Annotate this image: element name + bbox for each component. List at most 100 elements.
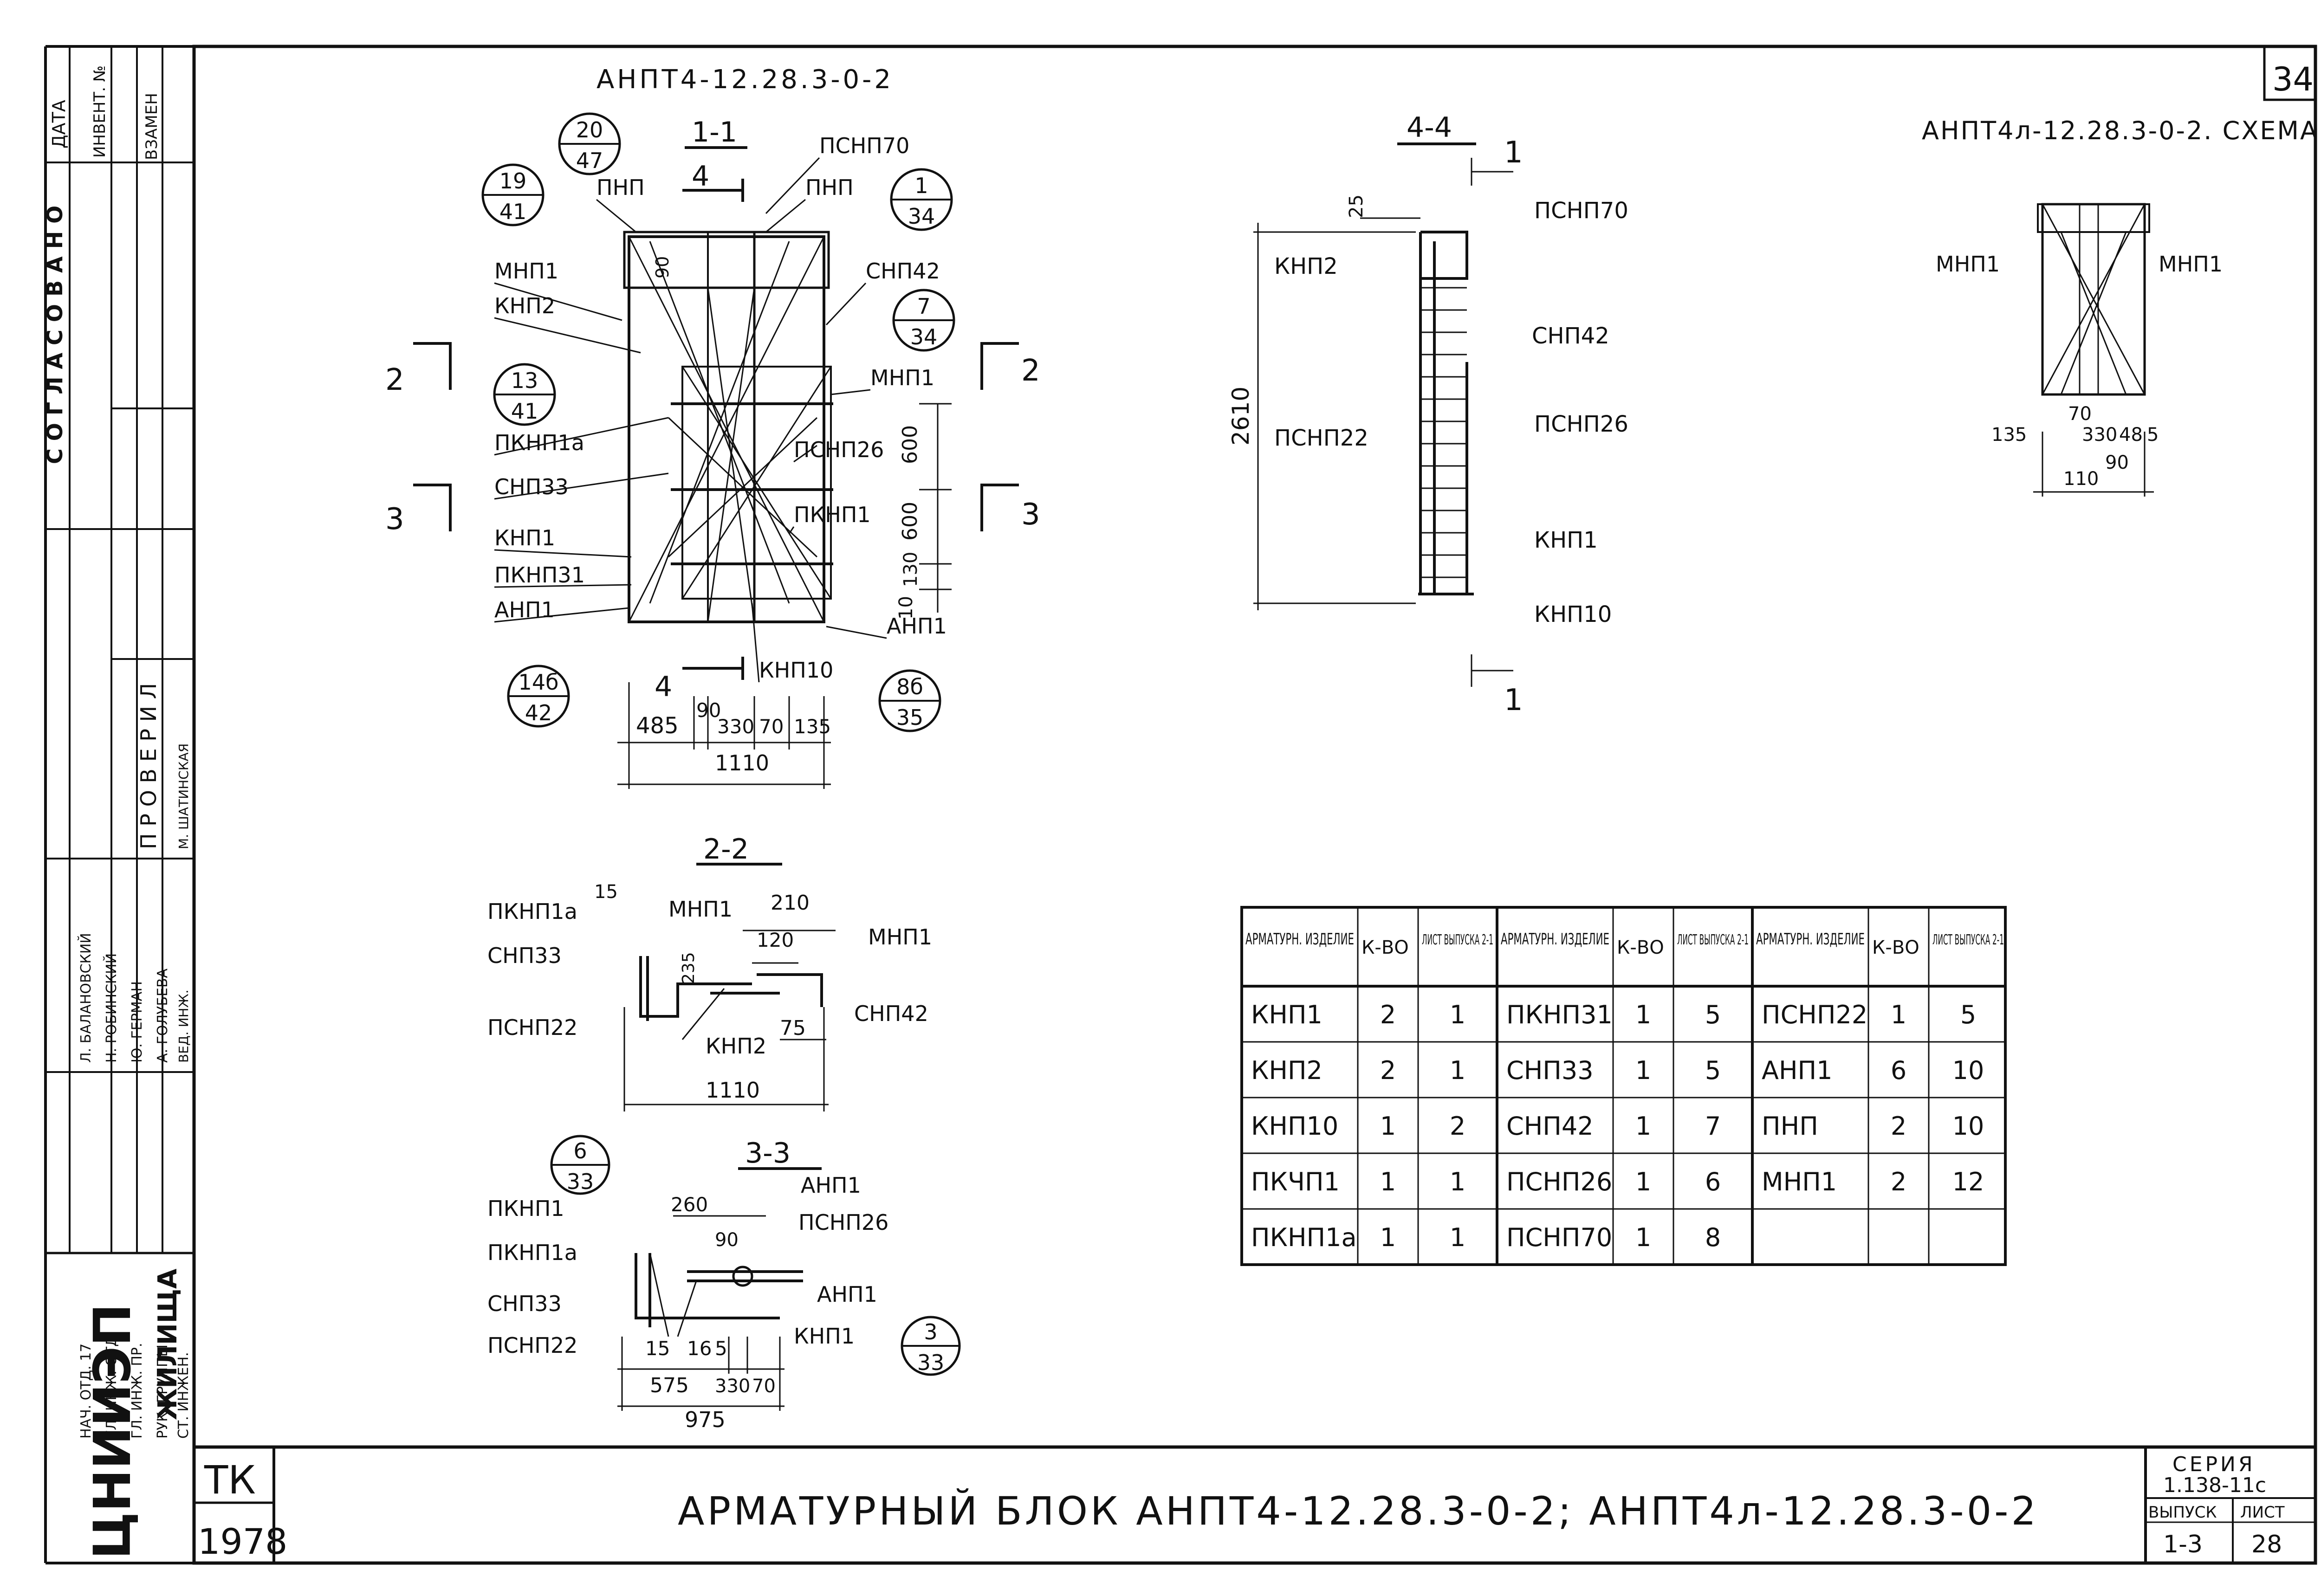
- cut-2-left: 2: [385, 363, 404, 397]
- dim-15: 15: [594, 881, 618, 903]
- table-cell-0-1-2: 1: [1450, 1056, 1465, 1085]
- label-right-4: ПСНП26: [794, 437, 884, 462]
- issue-label: ВЫПУСК: [2148, 1503, 2217, 1522]
- table-cell-2-1-1: 6: [1891, 1056, 1906, 1085]
- schema-label-right: МНП1: [2159, 252, 2223, 277]
- table-header-2-1: К-ВО: [1872, 937, 1919, 958]
- series-label: СЕРИЯ: [2172, 1453, 2256, 1476]
- callout-bubble-3: 734: [892, 289, 955, 352]
- dim-1110: 1110: [706, 1078, 760, 1103]
- schema-dim-70: 70: [2068, 403, 2092, 425]
- schema-dim-90: 90: [2105, 452, 2129, 473]
- label-0: ПКНП1а: [487, 899, 577, 924]
- rungs: [1420, 287, 1467, 578]
- callout-bubble-5-bottom: 42: [525, 700, 552, 725]
- callout-bubble-2-top: 1: [914, 173, 928, 198]
- label-left-1: МНП1: [494, 258, 558, 284]
- table-cell-2-2-1: 2: [1891, 1111, 1906, 1141]
- section-4-4-title: 4-4: [1407, 111, 1452, 144]
- label-7: КНП1: [794, 1324, 855, 1349]
- stamp-checked: П Р О В Е Р И Л: [136, 683, 161, 849]
- table-cell-1-1-1: 1: [1635, 1056, 1651, 1085]
- dim-135: 135: [794, 715, 831, 738]
- callout-bubble-6-top: 8б: [896, 674, 923, 699]
- dim-70: 70: [759, 715, 784, 738]
- stamp-date: ДАТА: [49, 100, 69, 149]
- section-header: АНПТ4-12.28.3-0-2: [596, 65, 894, 95]
- stamp-lead-role: ВЕД. ИНЖ.: [176, 989, 191, 1063]
- table-cell-2-1-0: АНП1: [1762, 1056, 1833, 1085]
- label-3: ПСНП22: [487, 1333, 577, 1358]
- issue-value: 1-3: [2163, 1531, 2203, 1558]
- dim-130: 130: [900, 552, 921, 587]
- table-cell-0-4-2: 1: [1450, 1223, 1465, 1252]
- dim-235: 235: [679, 952, 698, 984]
- callout-bubble-0-bottom: 47: [576, 148, 603, 173]
- series-value: 1.138-11с: [2163, 1473, 2266, 1497]
- dim-485: 485: [636, 713, 679, 739]
- label-1: СНП33: [487, 943, 562, 968]
- table-header-1-2: ЛИСТ ВЫПУСКА 2-1: [1677, 932, 1749, 948]
- table-header-2-2: ЛИСТ ВЫПУСКА 2-1: [1932, 932, 2004, 948]
- label-2: СНП33: [487, 1291, 562, 1316]
- label-right-2: СНП42: [866, 258, 940, 284]
- table-cell-0-0-0: КНП1: [1251, 1000, 1323, 1029]
- callout-bubble-3-top: 7: [917, 294, 930, 319]
- stamp-role-0: НАЧ. ОТД. 17: [78, 1344, 94, 1439]
- label-1: КНП2: [1274, 253, 1338, 279]
- label-left-5: КНП1: [494, 525, 555, 550]
- label-left-6: ПКНП31: [494, 562, 585, 588]
- org-code: ТК: [204, 1457, 256, 1503]
- stamp-agreed: С О Г Л А С О В А Н О: [42, 206, 67, 464]
- table-cell-0-0-1: 2: [1380, 1000, 1396, 1029]
- dim-16: 16: [687, 1337, 712, 1360]
- label-left-0: ПНП: [596, 175, 645, 200]
- table-header-0-0: АРМАТУРН. ИЗДЕЛИЕ: [1245, 930, 1354, 949]
- cut-1-bottom: 1: [1504, 683, 1523, 717]
- callout-bubble-4-top: 13: [511, 368, 538, 393]
- cut-4-bottom: 4: [655, 671, 672, 703]
- table-cell-1-2-2: 7: [1705, 1111, 1721, 1141]
- table-cell-0-4-0: ПКНП1а: [1251, 1223, 1357, 1252]
- dim-90: 90: [696, 699, 721, 722]
- table-cell-0-1-1: 2: [1380, 1056, 1396, 1085]
- table-cell-0-2-1: 1: [1380, 1111, 1396, 1141]
- schema-dim-5: 5: [2147, 424, 2159, 446]
- label-5: ПСНП26: [798, 1210, 888, 1235]
- stamp-role-4: СТ. ИНЖЕН.: [175, 1352, 192, 1439]
- dim-330: 330: [715, 1376, 750, 1397]
- approval-stamp: С О Г Л А С О В А Н О ДАТА ИНВЕНТ. № ВЗА…: [42, 65, 192, 1559]
- section-1-1-title: 1-1: [692, 116, 737, 149]
- callout-bubble-top-top: 6: [573, 1138, 587, 1163]
- stamp-role-3: РУК. ГРУППЫ: [155, 1344, 171, 1439]
- org-logo-text: ЦНИИЭП: [83, 1304, 142, 1559]
- stamp-lead-name: М. ШАТИНСКАЯ: [176, 743, 191, 849]
- sheet-frame: [44, 45, 2317, 1565]
- dim-600-b: 600: [898, 502, 922, 541]
- table-cell-2-3-0: МНП1: [1762, 1167, 1837, 1196]
- table-cell-0-4-1: 1: [1380, 1223, 1396, 1252]
- year: 1978: [198, 1521, 287, 1562]
- callout-bubble-0-top: 20: [576, 117, 603, 142]
- dim-5: 5: [715, 1337, 727, 1360]
- stamp-role-2: ГЛ. ИНЖ. ПР.: [129, 1343, 145, 1439]
- callout-bubble-3-bottom: 34: [910, 324, 938, 349]
- callout-bubble-right-top: 3: [924, 1319, 937, 1344]
- dim-90: 90: [715, 1229, 739, 1251]
- table-cell-1-4-1: 1: [1635, 1223, 1651, 1252]
- table-cell-0-2-0: КНП10: [1251, 1111, 1338, 1141]
- dim-575: 575: [650, 1374, 689, 1397]
- callout-bubble-4-bottom: 41: [511, 399, 538, 424]
- schema-dim-48: 48: [2119, 424, 2143, 446]
- label-0: ПСНП70: [1534, 198, 1628, 224]
- table-header-1-0: АРМАТУРН. ИЗДЕЛИЕ: [1501, 930, 1609, 949]
